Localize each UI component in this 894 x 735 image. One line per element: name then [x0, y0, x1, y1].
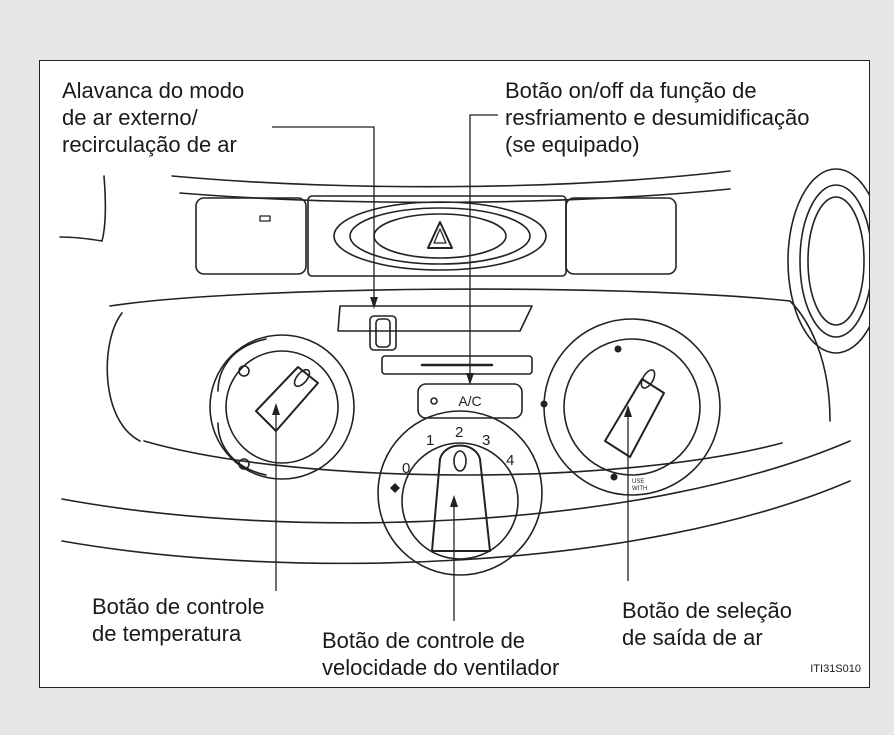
callout-line: Alavanca do modo — [62, 78, 245, 103]
ac-label: A/C — [458, 393, 481, 409]
rear-defog-switch — [195, 197, 307, 275]
callout-line: de temperatura — [92, 621, 242, 646]
fan-speed-3: 3 — [482, 432, 490, 449]
callout-line: recirculação de ar — [62, 132, 237, 157]
leader-recirc — [272, 126, 375, 303]
callout-fan-speed-knob: Botão de controle de velocidade do venti… — [322, 627, 559, 681]
fan-speed-1: 1 — [426, 432, 434, 449]
callout-line: velocidade do ventilador — [322, 655, 560, 680]
callout-line: de saída de ar — [622, 625, 763, 650]
fan-speed-2: 2 — [455, 424, 463, 441]
callout-ac-button: Botão on/off da função de resfriamento e… — [505, 77, 809, 158]
outlet-position-dot — [610, 473, 618, 481]
callout-line: de ar externo/ — [62, 105, 198, 130]
lower-dash-curve — [61, 440, 851, 524]
mode-indicator-strip — [381, 355, 533, 375]
dashboard-edge-left — [59, 175, 107, 242]
climate-panel-outline — [109, 288, 831, 422]
climate-control-illustration: A/C 0 1 2 3 4 USE WITH — [59, 114, 869, 621]
callout-air-outlet-knob: Botão de seleção de saída de ar — [622, 597, 792, 651]
callout-line: resfriamento e desumidificação — [505, 105, 810, 130]
air-outlet-knob — [543, 318, 721, 496]
callout-temperature-knob: Botão de controle de temperatura — [92, 593, 264, 647]
recirc-lever — [369, 315, 397, 351]
fan-icon — [390, 483, 400, 493]
use-with-text-1: USE — [632, 479, 644, 485]
callout-line: Botão on/off da função de — [505, 78, 757, 103]
illustration-frame: A/C 0 1 2 3 4 USE WITH Alavanca do modo … — [39, 60, 870, 688]
arrow-recirc — [370, 297, 378, 309]
fan-speed-4: 4 — [506, 452, 514, 469]
upper-bezel — [171, 170, 731, 188]
callout-line: Botão de seleção — [622, 598, 793, 623]
arrow-temp — [272, 403, 280, 415]
fan-speed-knob — [377, 410, 543, 576]
arrow-fan — [450, 495, 458, 507]
callout-line: (se equipado) — [505, 132, 640, 157]
side-air-vent — [787, 168, 869, 354]
arrow-ac — [466, 373, 474, 385]
outlet-position-dot — [614, 345, 622, 353]
lever-slot — [337, 305, 533, 332]
use-with-text-2: WITH — [632, 486, 647, 492]
blank-switch — [565, 197, 677, 275]
fan-speed-0: 0 — [402, 460, 410, 477]
callout-line: Botão de controle — [92, 594, 265, 619]
callout-line: Botão de controle de — [322, 628, 526, 653]
arrow-outlet — [624, 405, 632, 417]
temperature-knob — [209, 334, 355, 480]
outlet-position-dot — [540, 400, 548, 408]
leader-ac — [469, 114, 498, 379]
figure-code: ITI31S010 — [810, 663, 861, 675]
hazard-icon — [427, 221, 453, 249]
callout-recirc-lever: Alavanca do modo de ar externo/ recircul… — [62, 77, 244, 158]
